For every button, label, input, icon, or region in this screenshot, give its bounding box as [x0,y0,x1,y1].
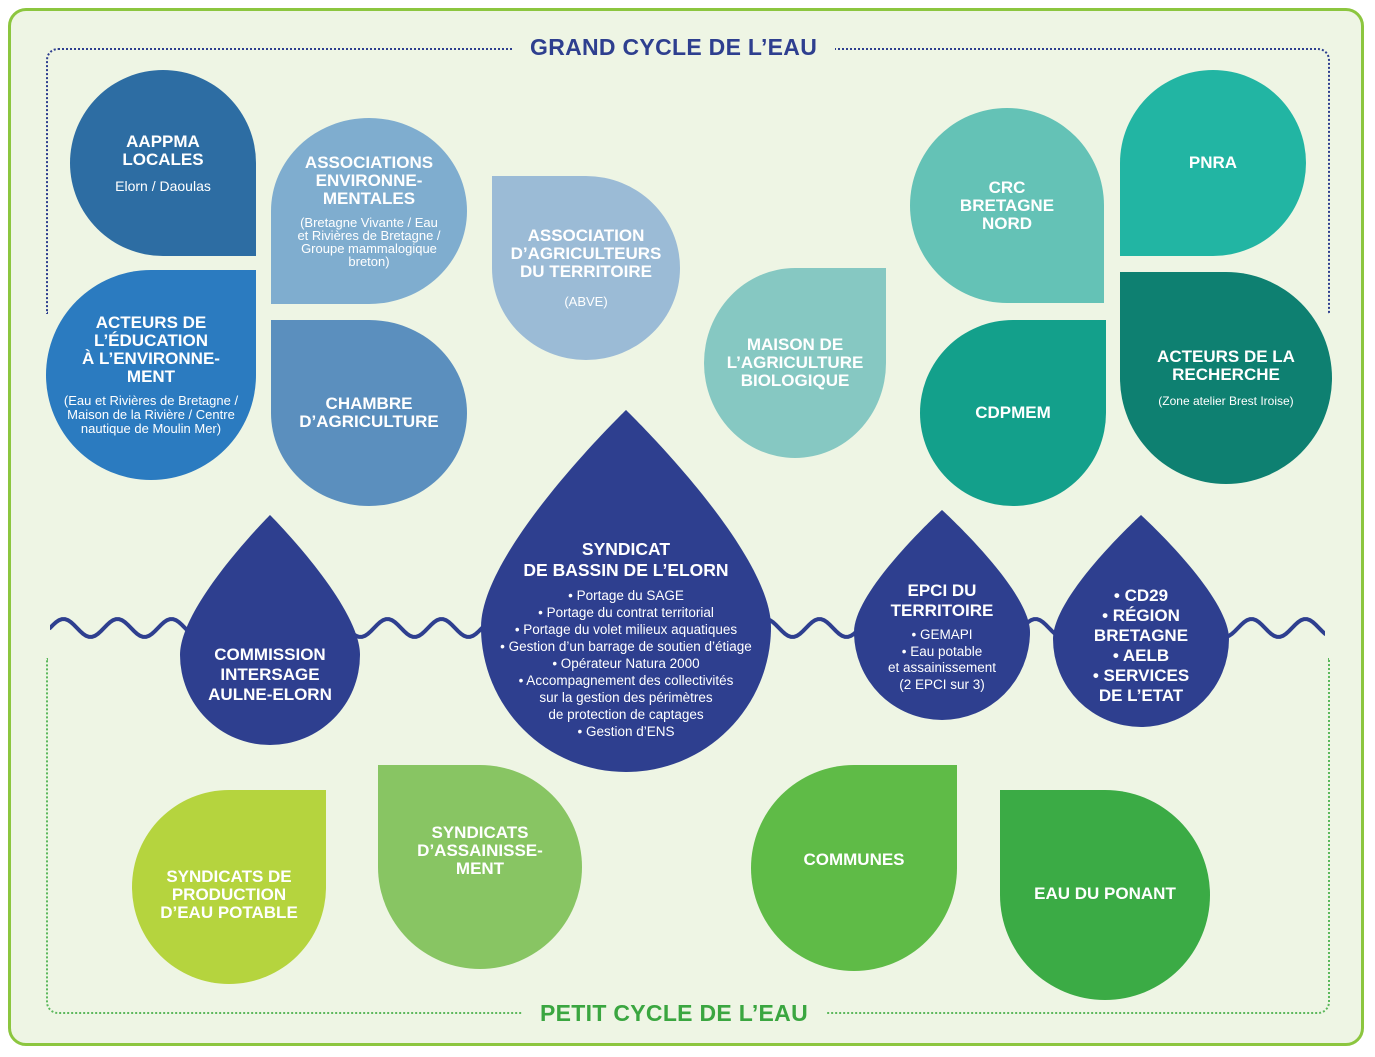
actor-title: ACTEURS DE LA RECHERCHE [1157,347,1295,384]
actor-education-environnement: ACTEURS DE L’ÉDUCATION À L’ENVIRONNE- ME… [46,270,256,480]
actor-crc-bretagne-nord: CRC BRETAGNE NORD [910,108,1104,303]
actor-association-agriculteurs: ASSOCIATION D’AGRICULTEURS DU TERRITOIRE… [492,176,680,360]
actor-title: AAPPMA LOCALES [122,132,204,169]
actor-acteurs-recherche: ACTEURS DE LA RECHERCHE (Zone atelier Br… [1120,272,1332,484]
drop-shape [481,410,771,772]
actor-maison-agriculture-biologique: MAISON DE L’AGRICULTURE BIOLOGIQUE [704,268,886,458]
actor-aappma-locales: AAPPMA LOCALES Elorn / Daoulas [70,70,256,256]
drop-shape [854,510,1030,720]
actor-detail: (Eau et Rivières de Bretagne / Maison de… [63,393,239,436]
actor-associations-environnementales: ASSOCIATIONS ENVIRONNE- MENTALES (Bretag… [271,118,467,304]
actor-title: CHAMBRE D’AGRICULTURE [299,394,439,431]
drop-shape [180,515,360,745]
actor-cd29-region-aelb-etat: • CD29 • RÉGION BRETAGNE • AELB • SERVIC… [1053,515,1229,727]
actor-commission-intersage: COMMISSION INTERSAGE AULNE-ELORN [180,515,360,745]
actor-detail: (Zone atelier Brest Iroise) [1158,394,1294,408]
actor-chambre-agriculture: CHAMBRE D’AGRICULTURE [271,320,467,506]
actor-title: CDPMEM [975,403,1051,422]
actor-syndicats-assainissement: SYNDICATS D’ASSAINISSE- MENT [378,765,582,969]
actor-detail: • GEMAPI • Eau potable et assainissement… [887,627,997,692]
actor-title: PNRA [1188,153,1238,172]
actor-detail: (Bretagne Vivante / Eau et Rivières de B… [297,215,441,269]
actor-detail: Elorn / Daoulas [115,178,211,194]
petit-cycle-title: PETIT CYCLE DE L’EAU [522,1000,826,1027]
actor-title: COMMUNES [803,850,905,869]
actor-title: • CD29 • RÉGION BRETAGNE • AELB • SERVIC… [1092,586,1190,705]
actor-title: MAISON DE L’AGRICULTURE BIOLOGIQUE [726,335,864,390]
actor-detail: (ABVE) [564,294,608,309]
actor-title: ASSOCIATIONS ENVIRONNE- MENTALES [304,153,434,208]
drop-shape [1053,515,1229,727]
actor-pnra: PNRA [1120,70,1306,256]
actor-epci-territoire: EPCI DU TERRITOIRE • GEMAPI • Eau potabl… [854,510,1030,720]
actor-syndicat-bassin-elorn: SYNDICAT DE BASSIN DE L’ELORN • Portage … [481,410,771,772]
actor-syndicats-production-eau-potable: SYNDICATS DE PRODUCTION D’EAU POTABLE [132,790,326,984]
actor-cdpmem: CDPMEM [920,320,1106,506]
actor-title: EAU DU PONANT [1034,884,1176,903]
actor-title: EPCI DU TERRITOIRE [890,581,994,620]
actor-communes: COMMUNES [751,765,957,971]
grand-cycle-title: GRAND CYCLE DE L’EAU [512,34,836,61]
actor-title: SYNDICATS D’ASSAINISSE- MENT [417,823,543,878]
actor-detail: • Portage du SAGE • Portage du contrat t… [500,587,752,739]
actor-title: ASSOCIATION D’AGRICULTEURS DU TERRITOIRE [510,226,662,281]
actor-eau-du-ponant: EAU DU PONANT [1000,790,1210,1000]
actor-title: CRC BRETAGNE NORD [959,177,1055,233]
actor-title: SYNDICAT DE BASSIN DE L’ELORN [523,538,729,580]
actor-title: SYNDICATS DE PRODUCTION D’EAU POTABLE [160,867,298,922]
actor-title: COMMISSION INTERSAGE AULNE-ELORN [208,645,332,704]
actor-title: ACTEURS DE L’ÉDUCATION À L’ENVIRONNE- ME… [82,313,220,386]
